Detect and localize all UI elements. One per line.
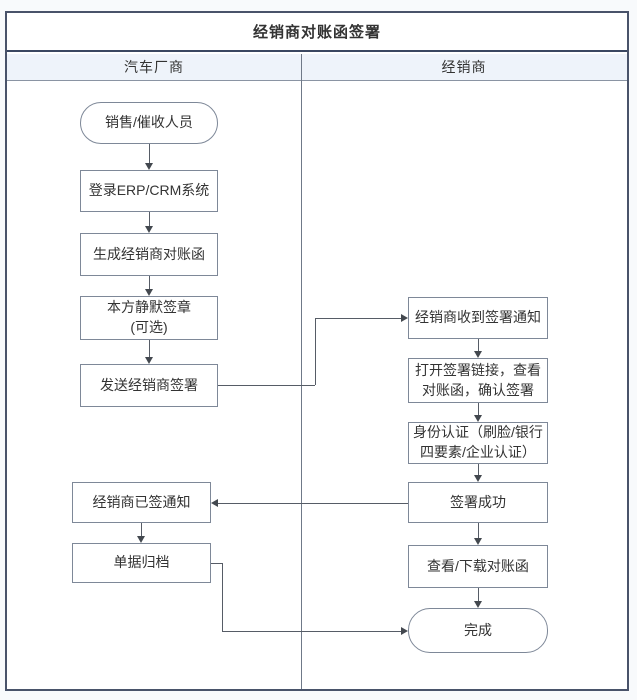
arrowhead-success-download: [474, 538, 482, 545]
connector-archive-done-seg2: [222, 563, 223, 631]
connector-signednotice-archive: [141, 523, 142, 537]
node-send-to-dealer: 发送经销商签署: [80, 364, 218, 407]
node-archive-document: 单据归档: [72, 543, 211, 583]
node-generate-letter: 生成经销商对账函: [80, 233, 218, 276]
arrowhead-login-generate: [145, 226, 153, 233]
connector-receive-openlink: [478, 339, 479, 352]
connector-send-receive-seg3: [315, 318, 402, 319]
lane-header-manufacturer: 汽车厂商: [124, 59, 184, 75]
connector-success-signednotice: [218, 503, 408, 504]
connector-start-login: [149, 144, 150, 164]
arrowhead-signednotice-archive: [137, 536, 145, 543]
node-dealer-signed-notice: 经销商已签通知: [72, 482, 211, 523]
lane-divider: [301, 54, 302, 689]
connector-send-receive-seg2: [315, 318, 316, 385]
connector-login-generate: [149, 212, 150, 227]
connector-download-done: [478, 588, 479, 602]
node-sign-success: 签署成功: [408, 482, 548, 523]
connector-openlink-identity: [478, 403, 479, 416]
connector-generate-silentsign: [149, 276, 150, 290]
node-identity-verification: 身份认证（刷脸/银行 四要素/企业认证）: [408, 422, 548, 464]
connector-archive-done-seg1: [211, 563, 222, 564]
arrowhead-download-done: [474, 601, 482, 608]
arrowhead-identity-success: [474, 475, 482, 482]
arrowhead-success-signednotice: [211, 499, 218, 507]
arrowhead-receive-openlink: [474, 351, 482, 358]
connector-identity-success: [478, 463, 479, 476]
diagram-title: 经销商对账函签署: [7, 13, 627, 52]
connector-success-download: [478, 523, 479, 539]
arrowhead-openlink-identity: [474, 415, 482, 422]
node-open-link-confirm: 打开签署链接，查看 对账函，确认签署: [408, 358, 548, 403]
arrowhead-generate-silentsign: [145, 289, 153, 296]
connector-silentsign-send: [149, 340, 150, 358]
arrowhead-archive-done: [401, 627, 408, 635]
arrowhead-start-login: [145, 163, 153, 170]
lane-headers: 汽车厂商 经销商: [7, 54, 627, 81]
connector-archive-done-seg3: [222, 631, 401, 632]
node-start-sales-staff: 销售/催收人员: [80, 102, 218, 144]
node-login-erp-crm: 登录ERP/CRM系统: [80, 170, 218, 212]
node-done: 完成: [408, 608, 548, 653]
arrowhead-silentsign-send: [145, 357, 153, 364]
node-view-download-letter: 查看/下载对账函: [408, 545, 548, 588]
arrowhead-send-receive: [401, 314, 408, 322]
node-silent-sign-optional: 本方静默签章 (可选): [80, 296, 218, 340]
connector-send-receive-seg1: [218, 385, 315, 386]
lane-header-dealer: 经销商: [441, 59, 487, 75]
node-dealer-receives-notice: 经销商收到签署通知: [408, 297, 548, 339]
